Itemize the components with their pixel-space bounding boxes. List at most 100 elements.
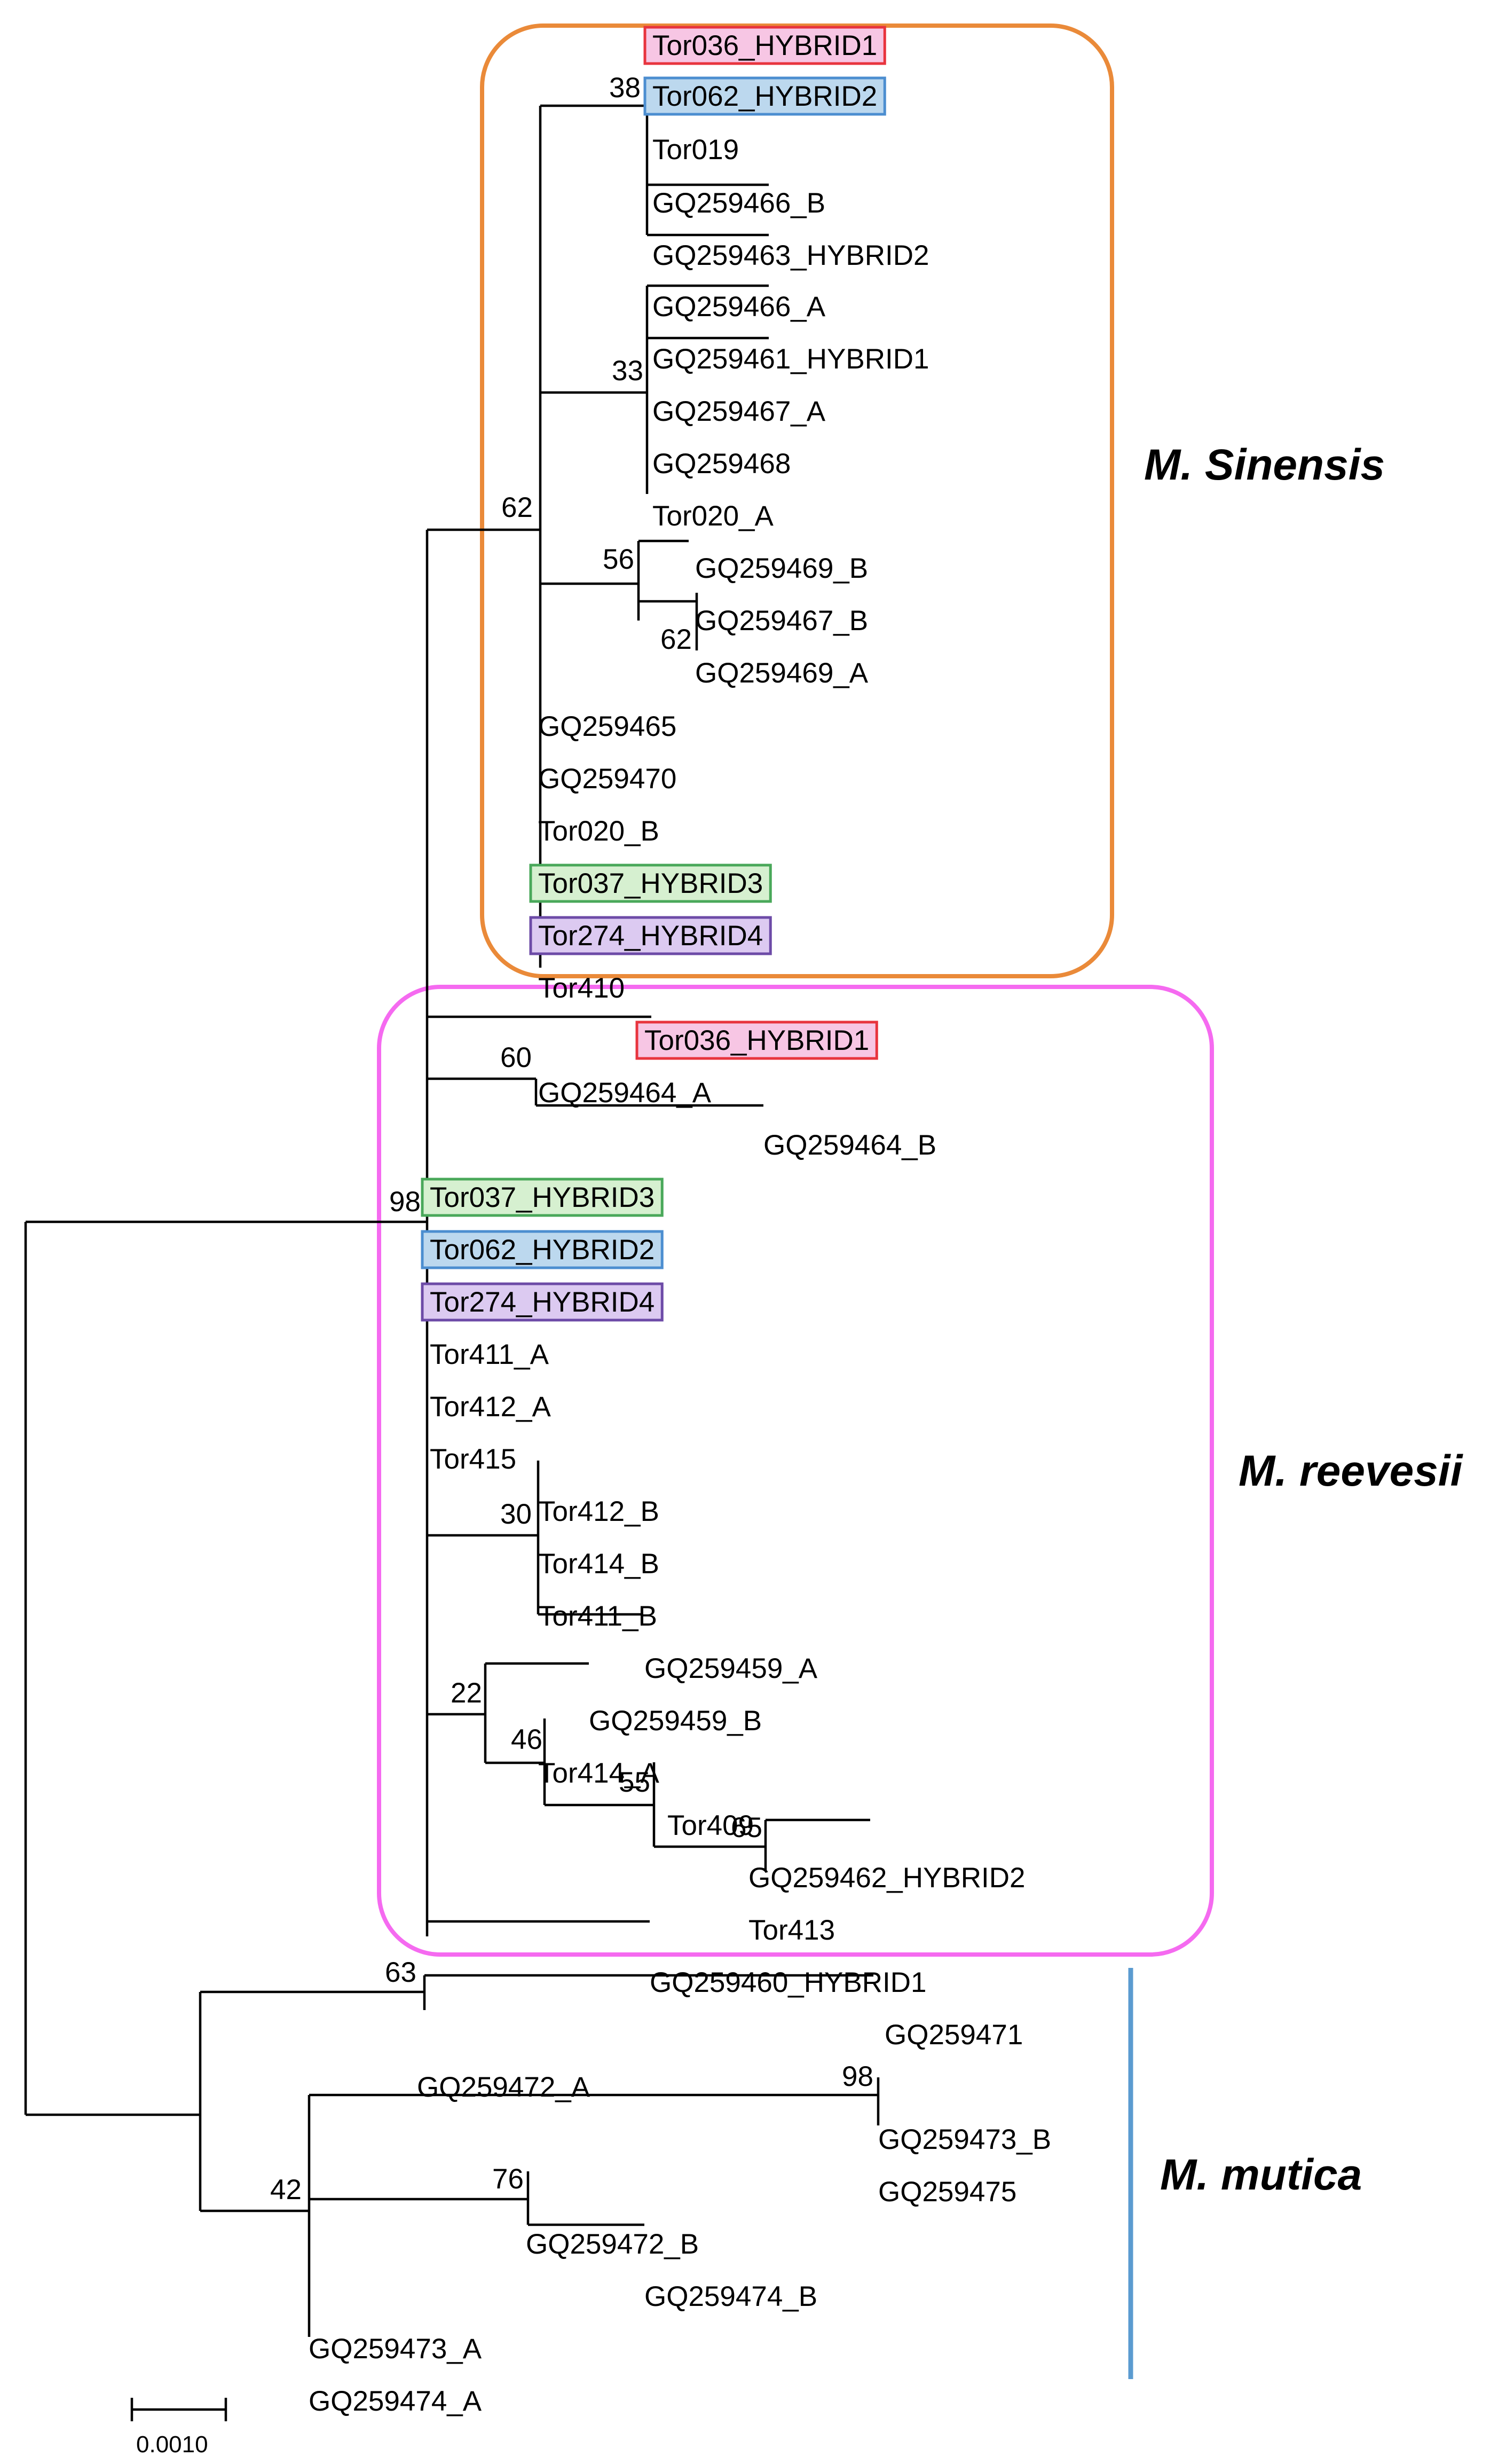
taxon-label: GQ259466_A (652, 291, 826, 323)
taxon-label-text: Tor410 (538, 972, 625, 1004)
taxon-label-text: Tor037_HYBRID3 (430, 1182, 655, 1213)
taxon-label-text: GQ259459_A (644, 1653, 818, 1684)
taxon-label-text: GQ259473_B (878, 2124, 1051, 2155)
taxon-label: Tor037_HYBRID3 (421, 1178, 664, 1217)
taxon-label-text: Tor412_A (430, 1391, 551, 1423)
taxon-label-text: GQ259473_A (309, 2333, 482, 2365)
taxon-label-text: GQ259462_HYBRID2 (748, 1862, 1026, 1894)
taxon-label: GQ259475 (878, 2176, 1016, 2208)
bootstrap-value: 60 (500, 1042, 532, 1073)
taxon-label: Tor020_A (652, 500, 774, 532)
taxon-label: Tor414_B (538, 1548, 659, 1580)
taxon-label-text: GQ259471 (885, 2019, 1023, 2051)
taxon-label-text: Tor409 (667, 1810, 754, 1841)
taxon-label: GQ259474_A (309, 2385, 482, 2417)
taxon-label: GQ259459_B (589, 1705, 762, 1737)
taxon-label: GQ259474_B (644, 2281, 817, 2312)
taxon-label: Tor415 (430, 1443, 516, 1475)
taxon-label: GQ259461_HYBRID1 (652, 343, 929, 375)
bootstrap-value: 65 (731, 1812, 762, 1843)
taxon-label-text: GQ259464_A (538, 1077, 712, 1109)
bootstrap-value: 38 (609, 72, 641, 104)
taxon-label: GQ259463_HYBRID2 (652, 240, 929, 271)
tree-branches (24, 104, 880, 2337)
taxon-label-text: GQ259465 (538, 711, 676, 742)
taxon-label: GQ259464_A (538, 1077, 712, 1109)
bootstrap-value: 63 (385, 1957, 416, 1988)
taxon-label: Tor036_HYBRID1 (635, 1021, 878, 1060)
bootstrap-value: 42 (270, 2174, 302, 2206)
taxon-label: Tor410 (538, 972, 625, 1004)
clade-name-sinensis: M. Sinensis (1144, 441, 1385, 489)
taxon-label: GQ259471 (885, 2019, 1023, 2051)
bootstrap-value: 62 (660, 624, 692, 655)
reevesii-clade-box (377, 985, 1214, 1957)
hybrid-highlight-box (643, 26, 886, 65)
taxon-label-text: Tor414_A (538, 1757, 660, 1789)
bootstrap-value: 30 (500, 1498, 532, 1530)
taxon-label: GQ259469_A (695, 657, 869, 689)
taxon-label-text: GQ259461_HYBRID1 (652, 343, 929, 375)
taxon-label-text: GQ259464_B (763, 1129, 936, 1161)
bootstrap-value: 98 (389, 1186, 421, 1218)
taxon-label: Tor274_HYBRID4 (421, 1282, 664, 1322)
taxon-label-text: GQ259469_B (695, 553, 868, 584)
taxon-label: GQ259473_B (878, 2124, 1051, 2155)
taxon-label: GQ259473_A (309, 2333, 482, 2365)
taxon-label: GQ259467_A (652, 396, 826, 427)
taxon-label: GQ259469_B (695, 553, 868, 584)
taxon-label-text: Tor019 (652, 134, 739, 166)
taxon-label-text: GQ259468 (652, 448, 791, 480)
taxon-label-text: Tor411_A (430, 1339, 549, 1370)
taxon-label-text: Tor412_B (538, 1496, 659, 1527)
hybrid-highlight-box (421, 1230, 664, 1269)
taxon-label: GQ259462_HYBRID2 (748, 1862, 1026, 1894)
taxon-label: Tor412_A (430, 1391, 551, 1423)
taxon-label-text: GQ259467_A (652, 396, 826, 427)
taxon-label-text: GQ259463_HYBRID2 (652, 240, 929, 271)
taxon-labels: Tor036_HYBRID1 Tor062_HYBRID2Tor019GQ2594… (309, 26, 1051, 2417)
taxon-label-text: GQ259475 (878, 2176, 1016, 2208)
hybrid-highlight-box (643, 76, 886, 116)
taxon-label: Tor274_HYBRID4 (529, 916, 772, 955)
hybrid-highlight-box (421, 1282, 664, 1322)
taxon-label: GQ259472_A (417, 2071, 590, 2103)
taxon-label: Tor062_HYBRID2 (643, 76, 886, 116)
taxon-label: GQ259465 (538, 711, 676, 742)
taxon-label-text: GQ259474_B (644, 2281, 817, 2312)
bootstrap-value: 98 (842, 2061, 873, 2092)
taxon-label: GQ259470 (538, 763, 676, 795)
taxon-label-text: Tor037_HYBRID3 (538, 868, 763, 899)
bootstrap-value: 55 (619, 1767, 650, 1798)
hybrid-highlight-box (421, 1178, 664, 1217)
taxon-label: Tor413 (748, 1914, 835, 1946)
taxon-label-text: GQ259467_B (695, 605, 868, 637)
taxon-label-text: Tor415 (430, 1443, 516, 1475)
taxon-label: Tor411_B (538, 1600, 657, 1632)
taxon-label: Tor019 (652, 134, 739, 166)
taxon-label-text: GQ259472_B (526, 2228, 699, 2260)
taxon-label: GQ259460_HYBRID1 (650, 1967, 927, 1998)
bootstrap-value: 76 (492, 2163, 524, 2195)
taxon-label-text: GQ259474_A (309, 2385, 482, 2417)
taxon-label-text: Tor411_B (538, 1600, 657, 1632)
hybrid-highlight-box (529, 916, 772, 955)
taxon-label-text: Tor036_HYBRID1 (644, 1025, 869, 1056)
scale-bar-label: 0.0010 (136, 2431, 208, 2458)
taxon-label-text: Tor414_B (538, 1548, 659, 1580)
hybrid-highlight-box (635, 1021, 878, 1060)
sinensis-clade-box (480, 23, 1114, 978)
hybrid-highlight-box (529, 864, 772, 903)
taxon-label-text: Tor020_B (538, 815, 659, 847)
taxon-label-text: Tor020_A (652, 500, 774, 532)
bootstrap-value: 33 (612, 355, 643, 387)
bootstrap-value: 46 (511, 1724, 542, 1755)
taxon-label: GQ259464_B (763, 1129, 936, 1161)
taxon-label: GQ259468 (652, 448, 791, 480)
taxon-label-text: Tor062_HYBRID2 (652, 81, 877, 112)
bootstrap-value: 22 (451, 1677, 482, 1709)
taxon-label-text: GQ259466_A (652, 291, 826, 323)
clade-name-mutica: M. mutica (1160, 2151, 1362, 2199)
taxon-label: GQ259467_B (695, 605, 868, 637)
